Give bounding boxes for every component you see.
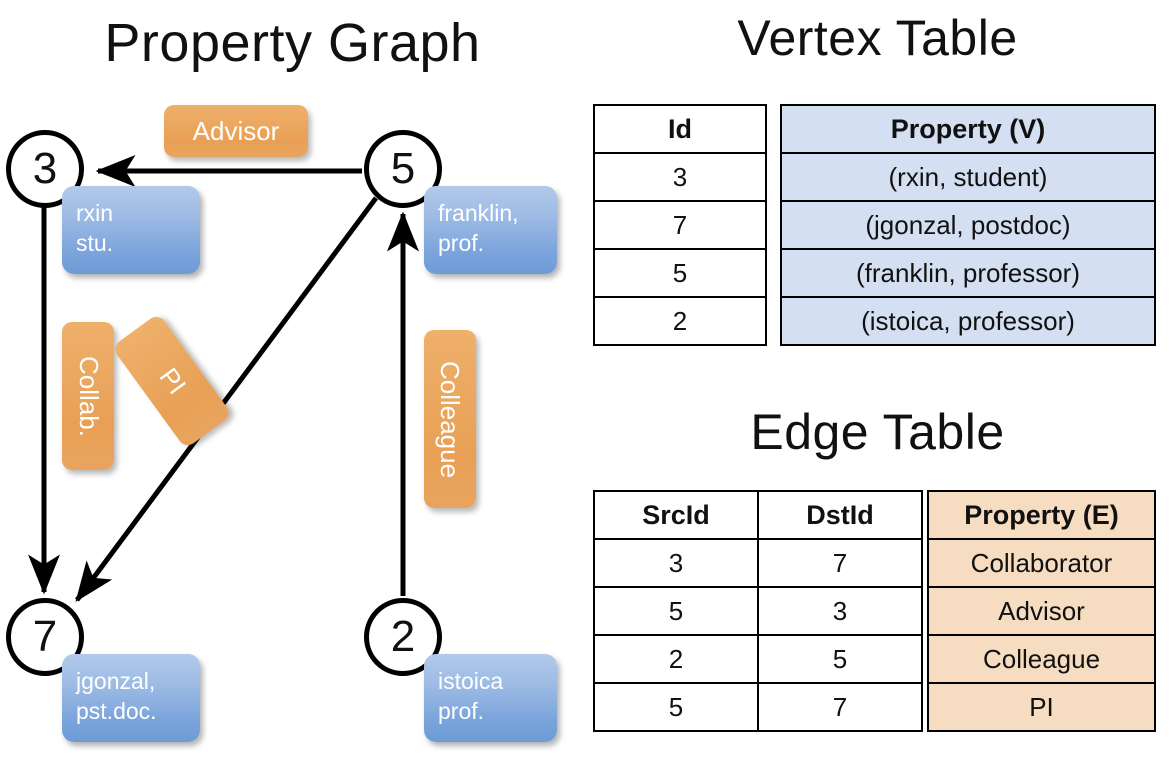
edge-label-advisor: Advisor — [164, 105, 308, 157]
table-row: 2 — [593, 296, 767, 346]
edge-table-header-dstid: DstId — [757, 490, 923, 540]
edge-label-pi-text: PI — [153, 361, 192, 400]
vertex-property-box-3: rxin stu. — [62, 186, 200, 274]
table-row: Advisor — [927, 586, 1156, 636]
table-row: (jgonzal, postdoc) — [780, 200, 1156, 250]
vertex-table-cell-id: 5 — [593, 248, 767, 298]
edge-label-colleague: Colleague — [424, 330, 476, 508]
edge-table-cell-property: Advisor — [927, 586, 1156, 636]
vertex-table-cell-id: 3 — [593, 152, 767, 202]
vertex-table-header-id: Id — [593, 104, 767, 154]
edge-table-cell-property: Colleague — [927, 634, 1156, 684]
edge-label-collab-text: Collab. — [73, 355, 104, 437]
vertex-property-line1: jgonzal, — [76, 668, 156, 694]
edge-table-cell-dstid: 3 — [757, 586, 923, 636]
vertex-property-line2: stu. — [76, 230, 114, 256]
vertex-table-cell-property: (rxin, student) — [780, 152, 1156, 202]
page-title-property-graph: Property Graph — [104, 13, 481, 73]
vertex-property-box-7: jgonzal, pst.doc. — [62, 654, 200, 742]
table-row: PI — [927, 682, 1156, 732]
table-header-row: Property (E) — [927, 490, 1156, 540]
edge-table-cell-srcid: 3 — [593, 538, 759, 588]
vertex-property-box-5: franklin, prof. — [424, 186, 557, 274]
vertex-property-line2: prof. — [438, 230, 485, 256]
vertex-property-line1: franklin, — [438, 200, 519, 226]
vertex-table-id-column: Id 3 7 5 2 — [593, 104, 767, 346]
table-row: Colleague — [927, 634, 1156, 684]
table-row: (rxin, student) — [780, 152, 1156, 202]
page-title-vertex-table: Vertex Table — [737, 10, 1018, 66]
table-row: 3 7 — [593, 538, 923, 588]
edge-label-colleague-text: Colleague — [435, 360, 466, 478]
table-header-row: SrcId DstId — [593, 490, 923, 540]
vertex-property-line1: istoica — [438, 668, 504, 694]
edge-table-property-column: Property (E) Collaborator Advisor Collea… — [927, 490, 1156, 732]
edge-table-cell-srcid: 5 — [593, 682, 759, 732]
vertex-table-property-column: Property (V) (rxin, student) (jgonzal, p… — [780, 104, 1156, 346]
vertex-table-header-property: Property (V) — [780, 104, 1156, 154]
edge-table-cell-srcid: 2 — [593, 634, 759, 684]
vertex-table-cell-property: (istoica, professor) — [780, 296, 1156, 346]
edge-arrow-pi — [74, 196, 379, 603]
vertex-property-line2: pst.doc. — [76, 698, 157, 724]
edge-label-advisor-text: Advisor — [192, 115, 280, 146]
vertex-table-cell-id: 2 — [593, 296, 767, 346]
table-row: 7 — [593, 200, 767, 250]
table-header-row: Id — [593, 104, 767, 154]
graph-node-2[interactable]: 2 — [364, 598, 442, 676]
graph-edge-arrows — [28, 155, 419, 603]
edge-label-collab: Collab. — [62, 322, 114, 470]
vertex-table-cell-property: (franklin, professor) — [780, 248, 1156, 298]
edge-table-cell-dstid: 7 — [757, 682, 923, 732]
vertex-property-line2: prof. — [438, 698, 485, 724]
edge-table-id-columns: SrcId DstId 3 7 5 3 2 5 5 7 — [593, 490, 923, 732]
table-row: 5 3 — [593, 586, 923, 636]
vertex-property-box-2: istoica prof. — [424, 654, 557, 742]
table-row: 3 — [593, 152, 767, 202]
property-graph-diagram: 3 5 7 2 rxin stu. franklin, prof. jgonza… — [6, 105, 557, 742]
table-row: Collaborator — [927, 538, 1156, 588]
table-row: 2 5 — [593, 634, 923, 684]
page-title-edge-table: Edge Table — [750, 404, 1005, 460]
graph-node-5[interactable]: 5 — [364, 130, 442, 208]
edge-table-header-srcid: SrcId — [593, 490, 759, 540]
edge-table-cell-property: Collaborator — [927, 538, 1156, 588]
vertex-table-cell-property: (jgonzal, postdoc) — [780, 200, 1156, 250]
edge-table-cell-srcid: 5 — [593, 586, 759, 636]
vertex-table-cell-id: 7 — [593, 200, 767, 250]
edge-table-header-property: Property (E) — [927, 490, 1156, 540]
table-row: 5 7 — [593, 682, 923, 732]
vertex-property-line1: rxin — [76, 200, 114, 226]
table-row: (franklin, professor) — [780, 248, 1156, 298]
table-row: 5 — [593, 248, 767, 298]
table-header-row: Property (V) — [780, 104, 1156, 154]
edge-table-cell-dstid: 5 — [757, 634, 923, 684]
edge-table-cell-dstid: 7 — [757, 538, 923, 588]
edge-table-cell-property: PI — [927, 682, 1156, 732]
table-row: (istoica, professor) — [780, 296, 1156, 346]
